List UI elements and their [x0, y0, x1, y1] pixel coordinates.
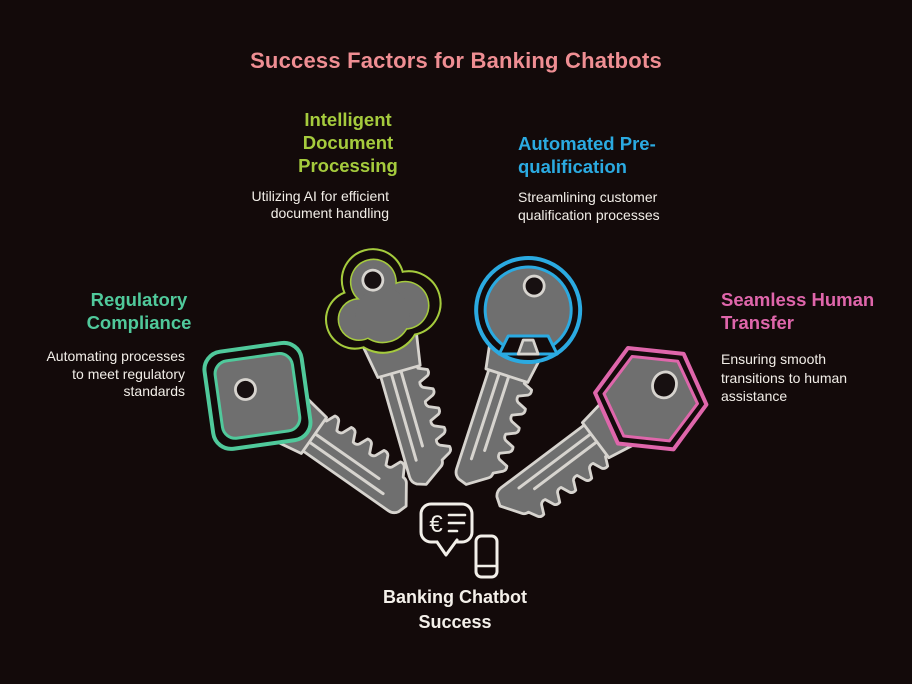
chat-bubble-tail [435, 538, 459, 557]
desc-line: assistance [721, 388, 788, 404]
desc-line: Streamlining customer [518, 189, 658, 205]
center-label: Banking Chatbot Success [355, 585, 555, 635]
desc-line: Ensuring smooth [721, 351, 827, 367]
factor-heading-intelligent-document-processing: Intelligent Document Processing [228, 108, 468, 177]
key-head-rounded-square [202, 340, 313, 451]
page-title: Success Factors for Banking Chatbots [250, 48, 662, 73]
factor-heading-regulatory-compliance: Regulatory Compliance [19, 288, 259, 334]
key-head-hexagon [593, 346, 709, 452]
key-head-clover [325, 248, 442, 354]
factor-desc-seamless-human-transfer: Ensuring smooth transitions to human ass… [721, 350, 847, 406]
euro-chat-bubble-with-phone-icon: € [419, 502, 502, 582]
desc-line: to meet regulatory [72, 365, 185, 382]
key-hole [651, 370, 678, 400]
key-automated-pre-qualification [451, 256, 583, 497]
factor-heading-automated-pre-qualification: Automated Pre- qualification [518, 132, 656, 178]
factor-desc-intelligent-document-processing: Utilizing AI for efficient document hand… [229, 188, 389, 222]
heading-line: Automated Pre- [518, 133, 656, 154]
center-label-line: Success [418, 612, 492, 632]
center-label-line: Banking Chatbot [383, 587, 527, 607]
heading-line: Processing [298, 155, 398, 176]
heading-line: Compliance [86, 312, 192, 333]
factor-desc-automated-pre-qualification: Streamlining customer qualification proc… [518, 188, 660, 224]
heading-line: Intelligent [304, 109, 392, 130]
euro-symbol-icon: € [429, 511, 443, 538]
key-hole [234, 378, 257, 401]
key-head-round [474, 256, 583, 365]
desc-line: transitions to human [721, 369, 848, 386]
heading-line: Transfer [721, 312, 795, 333]
smartphone-icon [474, 534, 499, 579]
desc-line: qualification processes [518, 207, 660, 223]
key-hole [522, 274, 546, 298]
desc-line: Automating processes [46, 348, 185, 364]
heading-line: Regulatory [90, 289, 188, 310]
key-intelligent-document-processing [325, 248, 460, 490]
heading-line: Seamless Human [721, 289, 875, 310]
key-hole [361, 268, 385, 292]
key-regulatory-compliance [202, 340, 427, 519]
list-lines-icon [447, 513, 467, 533]
factor-desc-regulatory-compliance: Automating processes to meet regulatory … [25, 348, 185, 401]
key-seamless-human-transfer [490, 346, 709, 534]
factor-heading-seamless-human-transfer: Seamless Human Transfer [721, 288, 874, 334]
heading-line: Document [302, 132, 394, 153]
heading-line: qualification [518, 156, 627, 177]
desc-line: Utilizing AI for efficient [251, 188, 389, 204]
desc-line: document handling [270, 205, 389, 221]
desc-line: standards [123, 383, 185, 399]
